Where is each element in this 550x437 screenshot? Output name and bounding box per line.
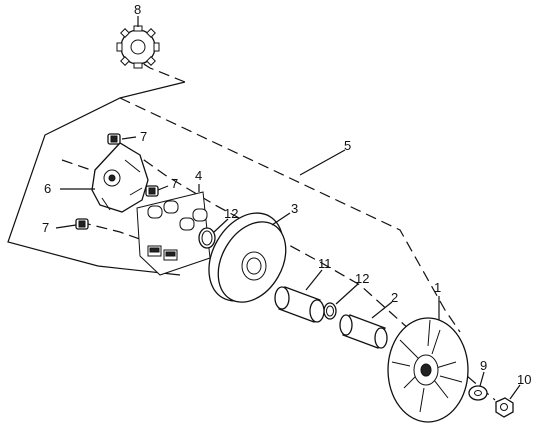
slider-top bbox=[107, 133, 121, 145]
callout-2: 2 bbox=[391, 290, 398, 305]
ramp-plate bbox=[91, 142, 149, 213]
callout-9: 9 bbox=[480, 358, 487, 373]
callout-7-middle: 7 bbox=[171, 176, 178, 191]
drive-bushing bbox=[274, 286, 325, 323]
drive-collar bbox=[339, 314, 388, 349]
movable-drive-face bbox=[208, 212, 287, 303]
circlip-lower bbox=[323, 302, 337, 320]
callout-5: 5 bbox=[344, 138, 351, 153]
leader-lines bbox=[55, 16, 521, 400]
callout-1: 1 bbox=[434, 280, 441, 295]
circlip-upper bbox=[198, 227, 216, 249]
callout-6: 6 bbox=[44, 181, 51, 196]
callout-7-top: 7 bbox=[140, 129, 147, 144]
roller-weight-set bbox=[136, 191, 211, 276]
callout-11: 11 bbox=[318, 256, 332, 271]
callout-12-lower: 12 bbox=[355, 271, 369, 286]
hex-nut bbox=[495, 397, 514, 418]
assembly-outline-dashed-top bbox=[119, 97, 461, 333]
callout-8: 8 bbox=[134, 2, 141, 17]
slider-bottom bbox=[75, 218, 89, 230]
callout-7-bottom: 7 bbox=[42, 220, 49, 235]
callout-4: 4 bbox=[195, 168, 202, 183]
drive-gear bbox=[116, 25, 160, 69]
fixed-drive-face-fan bbox=[387, 317, 469, 423]
washer bbox=[468, 385, 488, 401]
assembly-outline bbox=[7, 81, 186, 276]
slider-middle bbox=[145, 185, 159, 197]
callout-3: 3 bbox=[291, 201, 298, 216]
callout-10: 10 bbox=[517, 372, 531, 387]
callout-12-upper: 12 bbox=[224, 206, 238, 221]
